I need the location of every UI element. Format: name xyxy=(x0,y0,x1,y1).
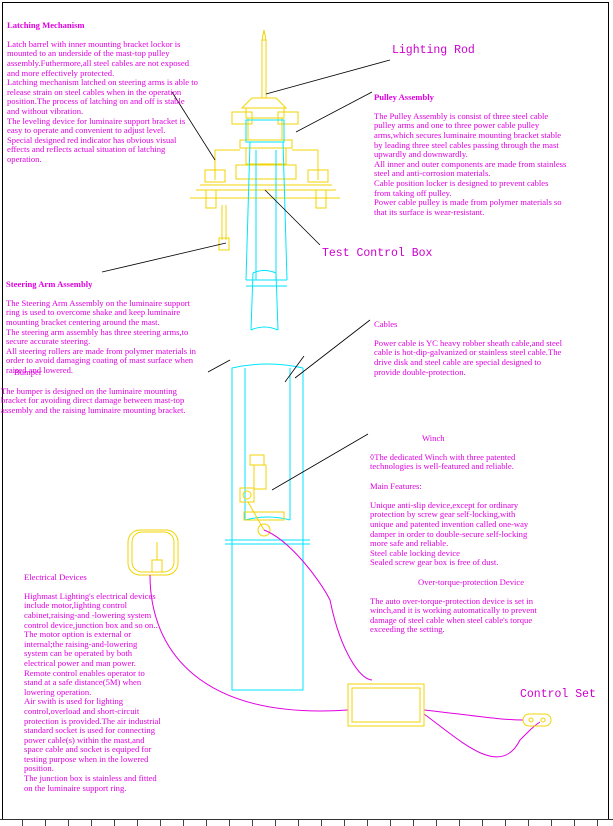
control-set xyxy=(522,713,552,727)
winch-features: Unique anti-slip device,except for ordin… xyxy=(370,499,529,568)
control-cables xyxy=(149,529,541,758)
pulley-body: The Pulley Assembly is consist of three … xyxy=(374,110,567,217)
title-block-strip xyxy=(0,819,613,826)
steering-arm-block: Steering Arm Assembly The Steering Arm A… xyxy=(6,270,244,385)
electrical-devices-block: Electrical Devices Highmast Lighting's e… xyxy=(18,563,218,803)
electrical-cabinet xyxy=(127,529,179,576)
lighting-rod xyxy=(261,29,267,98)
winch-block: Winch ◊The dedicated Winch with three pa… xyxy=(370,424,606,645)
mast-base xyxy=(225,363,310,691)
bumper-block: Bumper The bumper is designed on the lum… xyxy=(1,358,219,425)
lighting-rod-label: Lighting Rod xyxy=(392,44,475,57)
winch-otp-title: Over-torque-protection Device xyxy=(418,576,525,587)
winch-features-title: Main Features: xyxy=(370,480,422,491)
cables-title: Cables xyxy=(374,318,398,329)
latching-body: Latch barrel with inner mounting bracket… xyxy=(7,38,198,164)
control-set-label: Control Set xyxy=(520,688,596,701)
winch-intro: ◊The dedicated Winch with three patented… xyxy=(370,451,516,472)
latching-title: Latching Mechanism xyxy=(7,19,85,30)
electrical-title: Electrical Devices xyxy=(24,571,87,582)
steering-body: The Steering Arm Assembly on the luminai… xyxy=(6,297,196,375)
cables-block: Cables Power cable is YC heavy robber sh… xyxy=(374,310,610,387)
pulley-assembly-block: Pulley Assembly The Pulley Assembly is c… xyxy=(374,83,606,227)
mast-top-outline xyxy=(245,119,288,287)
test-control-box-label: Test Control Box xyxy=(322,247,433,260)
bumper-body: The bumper is designed on the luminaire … xyxy=(1,385,186,415)
latching-mechanism-block: Latching Mechanism Latch barrel with inn… xyxy=(7,11,242,174)
cables-body: Power cable is YC heavy robber sheath ca… xyxy=(374,337,562,377)
bumper-title: Bumper xyxy=(14,366,42,377)
mast-section xyxy=(250,270,279,331)
electrical-body: Highmast Lighting's electrical devices i… xyxy=(24,590,161,793)
leader-lines xyxy=(101,59,391,491)
winch-unit xyxy=(239,454,285,537)
winch-title: Winch xyxy=(422,432,445,443)
steering-title: Steering Arm Assembly xyxy=(6,278,93,289)
control-box xyxy=(347,683,425,727)
winch-otp-body: The auto over-torque-protection device i… xyxy=(370,595,537,635)
pulley-title: Pulley Assembly xyxy=(374,91,434,102)
